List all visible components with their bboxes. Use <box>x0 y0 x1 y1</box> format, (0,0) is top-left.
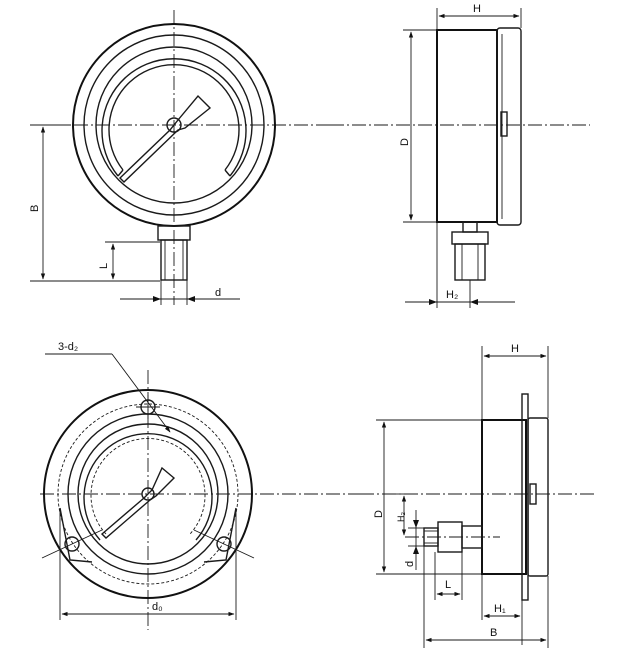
bot-side-H1-label: H₁ <box>494 603 506 615</box>
bot-side-thread <box>423 527 439 547</box>
bot-front-scale-arc <box>83 433 213 541</box>
bot-front-bolt-right-cl <box>193 529 255 559</box>
bot-side-case <box>481 419 527 575</box>
bot-side-H-label: H <box>511 343 519 355</box>
top-front-d-label: d <box>215 287 221 299</box>
top-front-scale-arc-inner <box>108 64 240 171</box>
bot-front-3d2-leader <box>111 353 171 433</box>
bot-side-H2-label: H₂ <box>396 512 406 522</box>
top-front-L-label: L <box>98 263 110 269</box>
bot-front-3d2-label: 3-d₂ <box>58 341 78 353</box>
top-side-hex <box>451 231 489 245</box>
bot-front-bolt-hole-right <box>216 536 232 552</box>
bot-front-scale-arc-inner <box>90 438 206 535</box>
bot-front-bolt-hole-left <box>64 536 80 552</box>
top-front-pivot <box>166 117 182 133</box>
bot-front-flange <box>43 389 253 599</box>
top-front-thread <box>160 239 188 281</box>
top-side-H-label: H <box>473 3 481 15</box>
bot-front-bolt-circle <box>57 403 239 585</box>
top-side-stud <box>500 111 508 137</box>
top-front-scale-end-left <box>117 169 124 177</box>
bot-side-d-label: d <box>404 561 416 567</box>
top-side-view: H D H₂ <box>330 3 590 308</box>
top-side-H2-arrow-left <box>429 299 437 305</box>
top-side-thread <box>454 243 486 281</box>
top-side-H2-arrow-right <box>470 299 478 305</box>
top-front-view: B L d <box>29 10 330 305</box>
bot-front-dial-ring <box>77 423 219 565</box>
top-side-bezel <box>496 27 522 226</box>
bot-front-pointer <box>100 466 176 539</box>
bot-side-d-arrow-top <box>413 520 419 528</box>
bottom-front-view: 3-d₂ d₀ <box>40 341 360 630</box>
bot-side-D-label: D <box>373 510 385 518</box>
top-side-case <box>436 29 498 223</box>
top-front-d-arrow-right <box>187 296 195 302</box>
top-front-scale-end-right <box>224 169 231 177</box>
top-side-socket-neck <box>462 221 478 233</box>
bottom-side-view: H D H₂ d L H₁ B <box>360 343 595 648</box>
top-side-H2-label: H₂ <box>446 289 458 301</box>
top-front-dial-ring <box>95 46 253 204</box>
top-front-scale-arc <box>101 58 247 177</box>
bot-front-d0-label: d₀ <box>152 601 163 613</box>
top-front-pointer <box>118 94 212 183</box>
bot-side-stud <box>529 483 537 505</box>
top-front-d-arrow-left <box>153 296 161 302</box>
bot-side-L-label: L <box>445 579 451 591</box>
bot-front-tab-left <box>59 507 93 563</box>
bot-side-B-label: B <box>490 627 497 639</box>
bot-side-d-arrow-bot <box>413 546 419 554</box>
bot-front-bolt-left-cl <box>41 529 103 559</box>
bot-side-bezel <box>527 417 549 577</box>
bot-front-pivot <box>141 487 155 501</box>
top-side-D-label: D <box>399 138 411 146</box>
top-front-bezel-ring <box>83 34 265 216</box>
bot-front-tab-right <box>203 507 237 563</box>
top-front-B-label: B <box>29 205 41 212</box>
